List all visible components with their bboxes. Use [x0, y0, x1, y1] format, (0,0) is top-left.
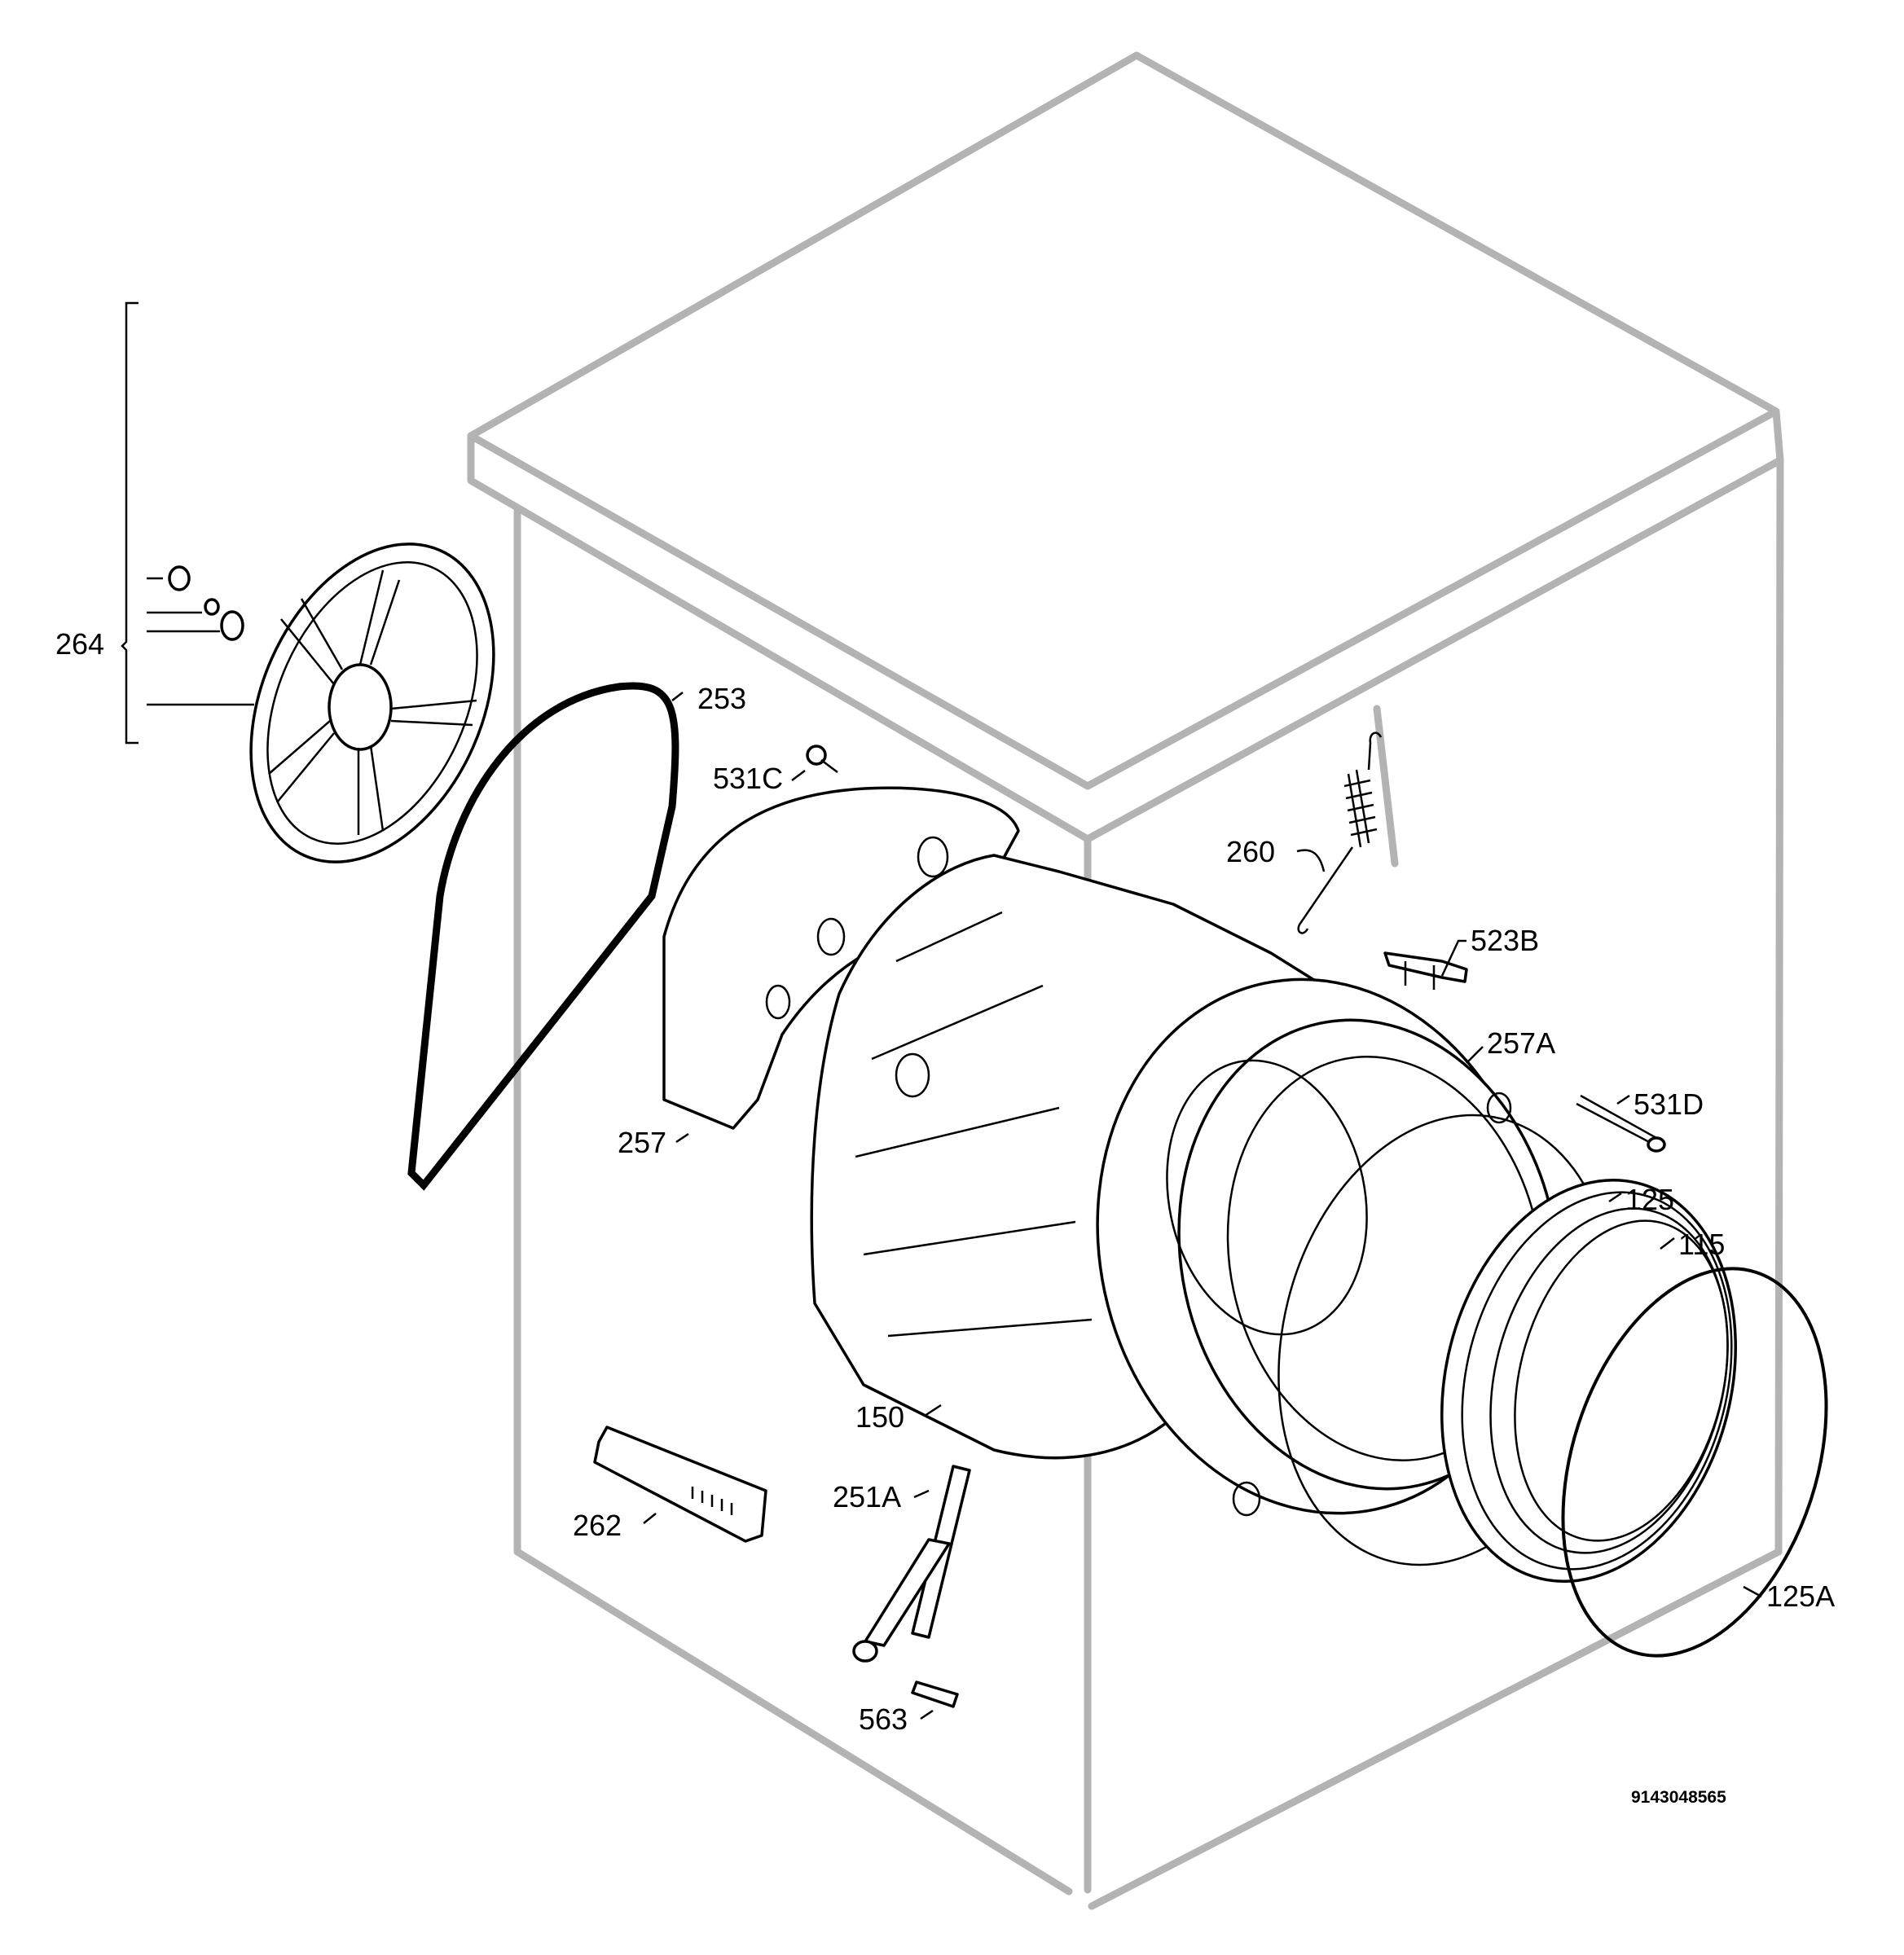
bolt-531D: [1576, 1094, 1659, 1146]
label-262: 262: [573, 1509, 622, 1542]
label-531C: 531C: [713, 762, 783, 795]
bracket-523B: [1383, 951, 1468, 990]
spring-260: [1297, 731, 1383, 934]
label-251A: 251A: [833, 1480, 901, 1513]
pin-563: [911, 1680, 959, 1708]
drawing-code: 9143048565: [1631, 1788, 1726, 1807]
leader-264-items: [147, 577, 254, 706]
clamp-ring-125A: [1561, 1267, 1828, 1658]
label-253: 253: [697, 682, 746, 715]
label-257A: 257A: [1487, 1026, 1555, 1060]
label-523B: 523B: [1471, 924, 1539, 957]
pulley-264: [168, 543, 495, 863]
bracket-264: [121, 301, 139, 745]
belt-253: [407, 682, 679, 1191]
bracket-262: [593, 1426, 767, 1543]
shock-absorber-251A: [852, 1465, 971, 1663]
label-260: 260: [1226, 835, 1275, 868]
label-125: 125: [1625, 1183, 1674, 1216]
label-125A: 125A: [1766, 1579, 1835, 1613]
label-531D: 531D: [1634, 1087, 1704, 1121]
label-264: 264: [55, 627, 104, 661]
label-115: 115: [1678, 1228, 1725, 1261]
leader-lines: [643, 692, 1762, 1720]
screw-531C: [806, 745, 838, 773]
label-150: 150: [855, 1400, 904, 1434]
counterweight-257: [662, 786, 1020, 1130]
label-257: 257: [618, 1126, 666, 1159]
label-563: 563: [859, 1702, 908, 1736]
